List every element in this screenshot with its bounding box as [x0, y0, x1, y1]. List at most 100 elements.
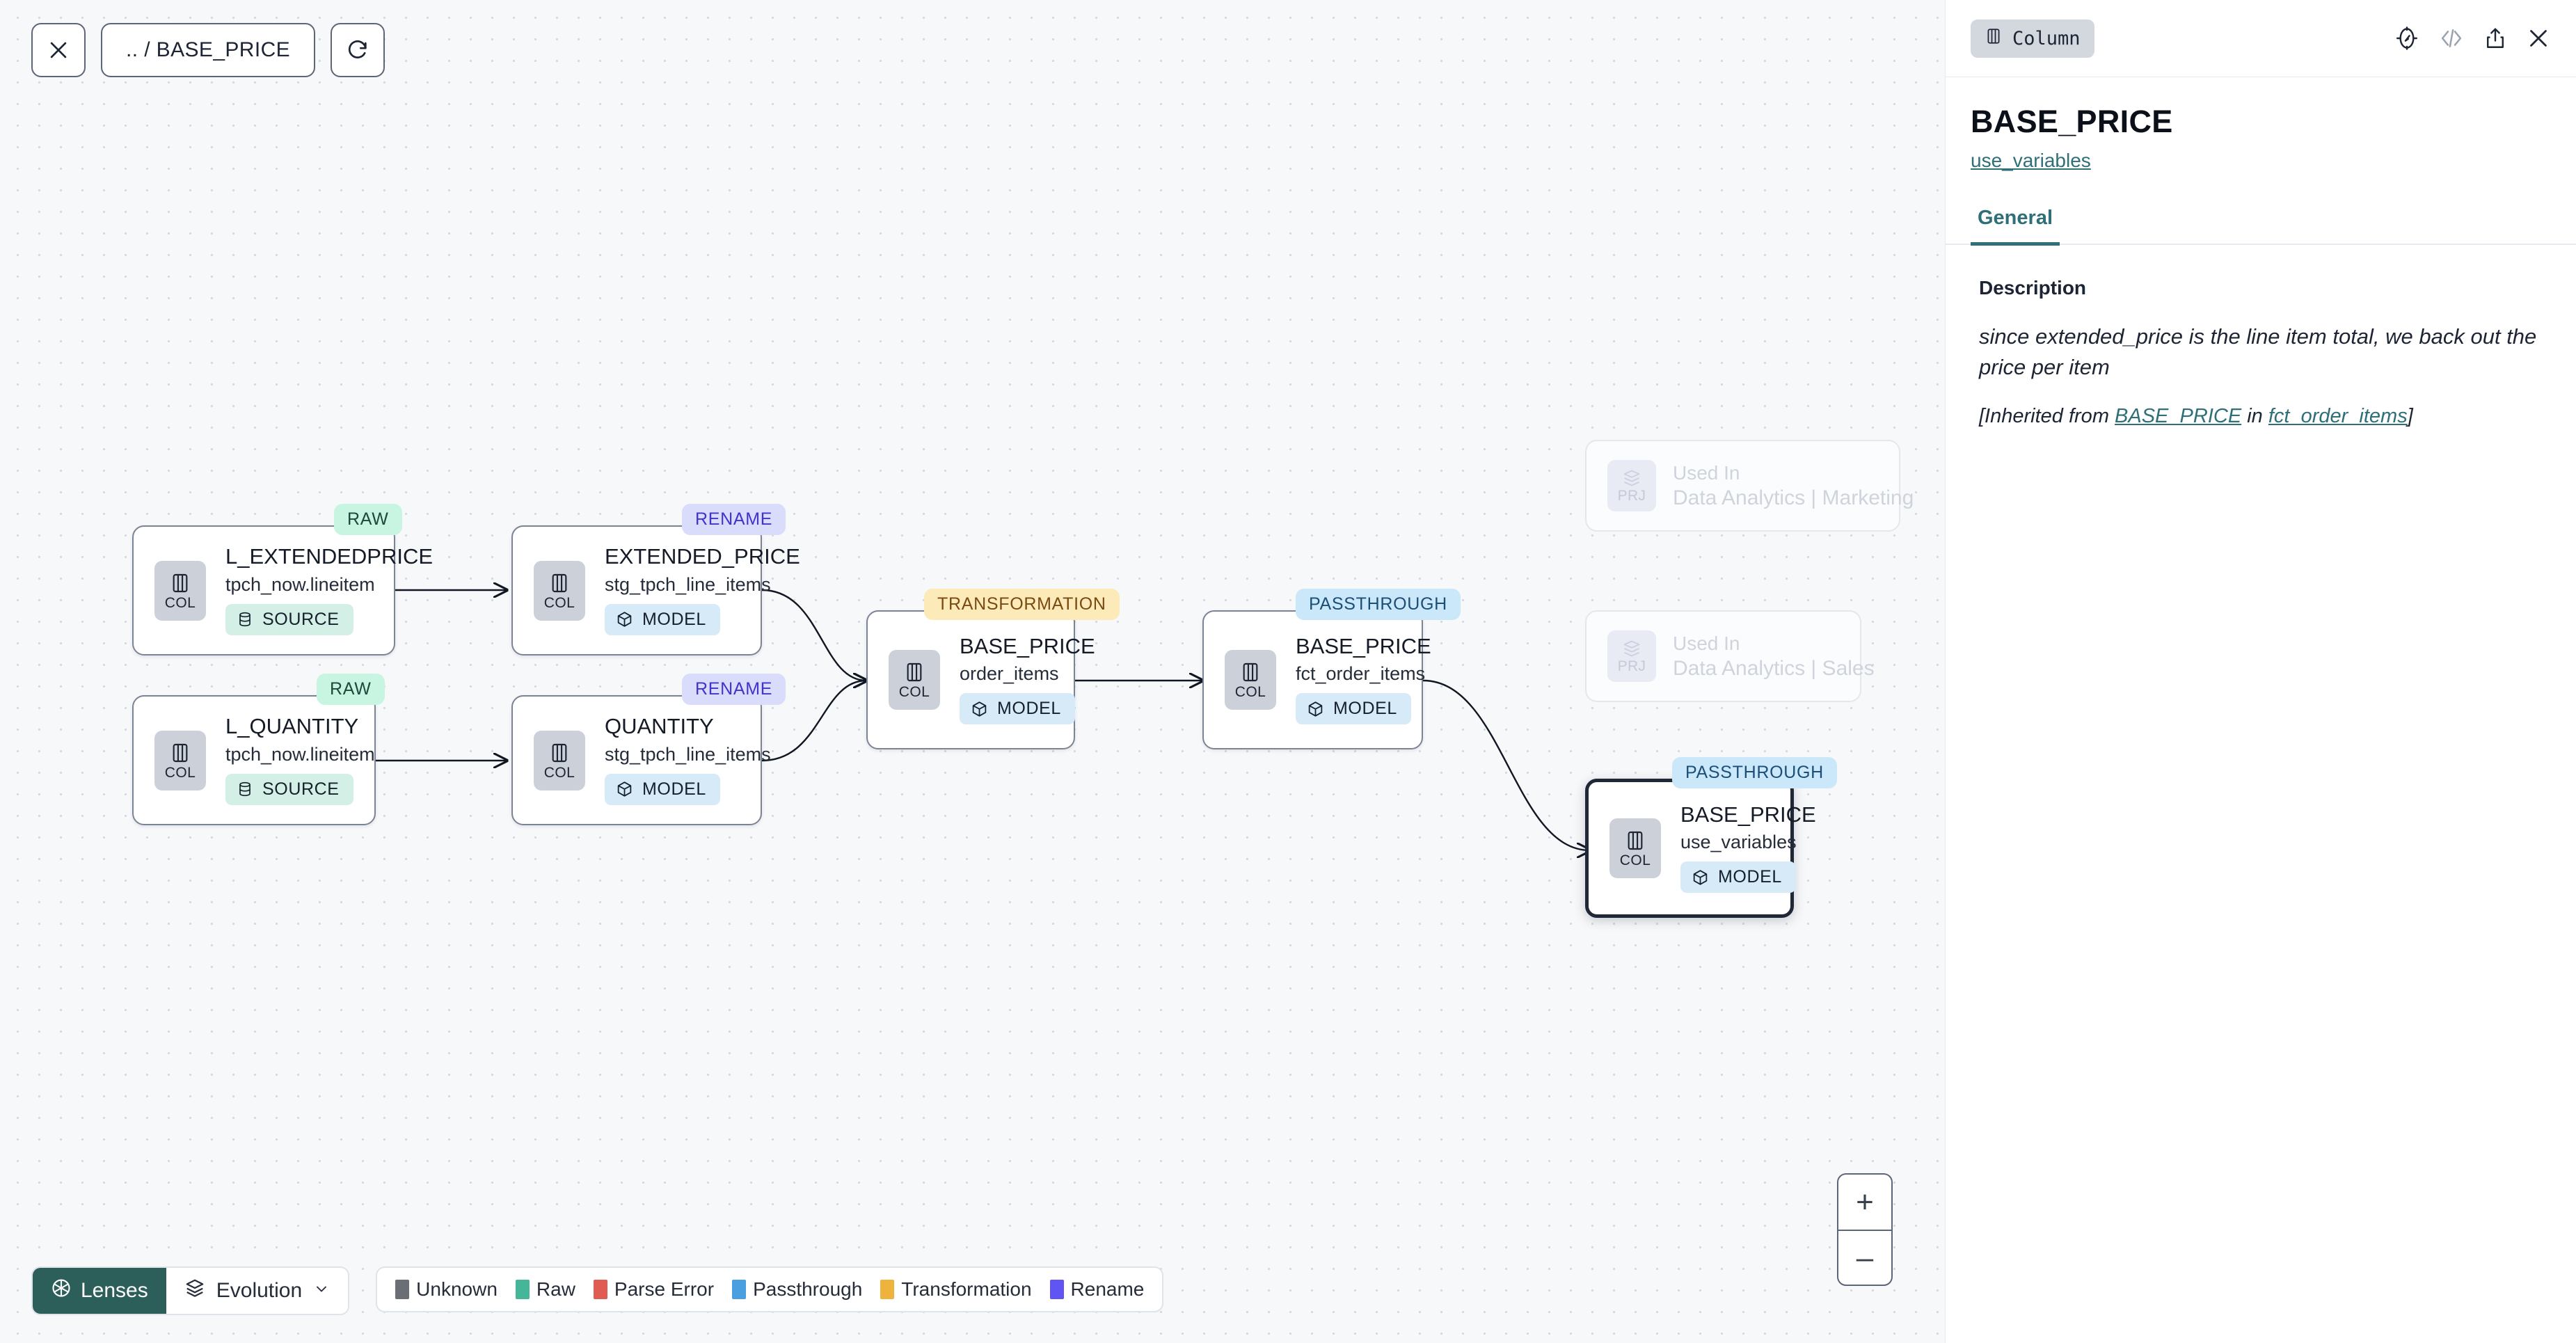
evolution-dropdown[interactable]: Evolution [166, 1268, 349, 1314]
entity-type-chip: Column [1971, 19, 2094, 58]
node-kind-label: MODEL [642, 609, 706, 629]
column-icon [903, 660, 925, 684]
breadcrumb[interactable]: .. / BASE_PRICE [101, 23, 316, 77]
node-badge-transformation: TRANSFORMATION [924, 589, 1120, 620]
node-kind-label: MODEL [642, 779, 706, 799]
node-title: BASE_PRICE [1296, 633, 1431, 658]
panel-header: Column [1946, 0, 2576, 77]
node-subtitle: order_items [960, 663, 1059, 685]
node-kind-pill: MODEL [1680, 861, 1796, 893]
node-title: BASE_PRICE [960, 633, 1095, 658]
column-icon [1985, 26, 2003, 51]
node-kind-label: SOURCE [262, 779, 340, 799]
bottom-toolbar: Lenses Evolution Unknown Raw Parse Error… [31, 1266, 1164, 1315]
used-in-label: Used In [1673, 461, 1740, 484]
column-icon [169, 741, 191, 765]
node-title: L_EXTENDEDPRICE [225, 544, 434, 569]
column-icon [548, 571, 571, 595]
node-title: QUANTITY [605, 714, 714, 739]
project-chip-label: PRJ [1617, 488, 1646, 504]
share-icon[interactable] [2483, 26, 2507, 51]
node-badge-rename: RENAME [682, 504, 786, 535]
page-title: BASE_PRICE [1971, 104, 2173, 139]
explore-icon[interactable] [2394, 26, 2419, 51]
legend-item[interactable]: Rename [1049, 1278, 1144, 1301]
layers-icon [184, 1278, 205, 1304]
refresh-button[interactable] [331, 23, 385, 77]
node-kind-label: MODEL [1718, 867, 1782, 887]
legend-item[interactable]: Parse Error [593, 1278, 715, 1301]
lineage-legend: Unknown Raw Parse Error Passthrough Tran… [376, 1266, 1164, 1312]
panel-header-actions [2394, 26, 2551, 51]
lineage-node-quantity[interactable]: COL QUANTITY stg_tpch_line_items MODEL [511, 695, 771, 825]
aperture-icon [51, 1278, 72, 1304]
node-kind-pill: SOURCE [225, 603, 353, 635]
refresh-icon [346, 38, 369, 62]
code-icon[interactable] [2438, 26, 2465, 51]
legend-label: Passthrough [753, 1278, 863, 1300]
legend-label: Raw [536, 1278, 575, 1300]
cube-icon [616, 610, 633, 628]
legend-swatch-transformation [880, 1280, 895, 1299]
project-icon [1622, 639, 1641, 658]
node-subtitle: use_variables [1680, 832, 1797, 853]
parent-model-link[interactable]: use_variables [1971, 150, 2091, 171]
lineage-node-base-price-fct-order-items[interactable]: COL BASE_PRICE fct_order_items MODEL [1202, 610, 1431, 749]
zoom-in-button[interactable]: + [1856, 1184, 1874, 1219]
node-title: EXTENDED_PRICE [605, 544, 800, 569]
close-button[interactable] [31, 23, 86, 77]
used-in-node-marketing[interactable]: PRJ Used In Data Analytics | Marketing [1585, 440, 1914, 532]
database-icon [237, 610, 253, 628]
legend-item[interactable]: Transformation [880, 1278, 1032, 1301]
used-in-node-sales[interactable]: PRJ Used In Data Analytics | Sales [1585, 610, 1875, 702]
legend-item[interactable]: Raw [515, 1278, 575, 1301]
legend-label: Transformation [901, 1278, 1032, 1300]
node-badge-raw: RAW [334, 504, 402, 535]
legend-item[interactable]: Passthrough [732, 1278, 862, 1301]
panel-tabs: General [1946, 207, 2576, 246]
inherited-column-link[interactable]: BASE_PRICE [2115, 405, 2242, 428]
cube-icon [1692, 868, 1709, 887]
details-panel: Column BASE_PRICE use_variables General … [1945, 0, 2576, 1343]
inherited-model-link[interactable]: fct_order_items [2268, 405, 2408, 428]
legend-item[interactable]: Unknown [395, 1278, 498, 1301]
chevron-down-icon [313, 1279, 330, 1303]
column-chip: COL [534, 560, 585, 621]
lineage-node-l-quantity[interactable]: COL L_QUANTITY tpch_now.lineitem SOURCE [132, 695, 376, 825]
lineage-node-extended-price[interactable]: COL EXTENDED_PRICE stg_tpch_line_items M… [511, 525, 800, 655]
node-title: BASE_PRICE [1680, 802, 1816, 827]
project-chip-label: PRJ [1617, 658, 1646, 674]
lenses-button[interactable]: Lenses [33, 1268, 166, 1314]
lineage-node-base-price-use-variables[interactable]: COL BASE_PRICE use_variables MODEL [1585, 779, 1816, 918]
close-x-icon [47, 38, 70, 62]
column-chip: COL [154, 730, 206, 790]
lineage-node-base-price-order-items[interactable]: COL BASE_PRICE order_items MODEL [866, 610, 1095, 749]
inherit-suffix: ] [2407, 405, 2413, 428]
evolution-label: Evolution [216, 1279, 303, 1302]
column-chip-label: COL [1234, 684, 1266, 700]
legend-swatch-raw [515, 1280, 530, 1299]
column-chip-label: COL [1619, 852, 1651, 868]
close-icon[interactable] [2526, 26, 2551, 51]
column-chip-label: COL [898, 684, 930, 700]
legend-label: Parse Error [614, 1278, 715, 1300]
column-icon [548, 741, 571, 765]
node-kind-pill: MODEL [960, 693, 1075, 725]
used-in-project: Data Analytics | Sales [1673, 656, 1875, 680]
column-chip: COL [154, 560, 206, 621]
node-title: L_QUANTITY [225, 714, 359, 739]
zoom-out-button[interactable]: – [1838, 1230, 1891, 1285]
node-kind-label: MODEL [997, 699, 1061, 719]
column-chip: COL [1609, 818, 1661, 878]
lineage-canvas[interactable]: .. / BASE_PRICE RAW COL L_EXTENDEDPRICE [0, 0, 1945, 1343]
column-chip: COL [534, 730, 585, 790]
column-chip-label: COL [164, 594, 196, 611]
column-chip-label: COL [543, 764, 575, 781]
cube-icon [971, 700, 988, 718]
tab-general[interactable]: General [1971, 207, 2060, 246]
lineage-node-l-extendedprice[interactable]: COL L_EXTENDEDPRICE tpch_now.lineitem SO… [132, 525, 433, 655]
zoom-controls: + – [1837, 1173, 1893, 1286]
node-subtitle: tpch_now.lineitem [225, 573, 375, 595]
node-subtitle: stg_tpch_line_items [605, 743, 771, 765]
